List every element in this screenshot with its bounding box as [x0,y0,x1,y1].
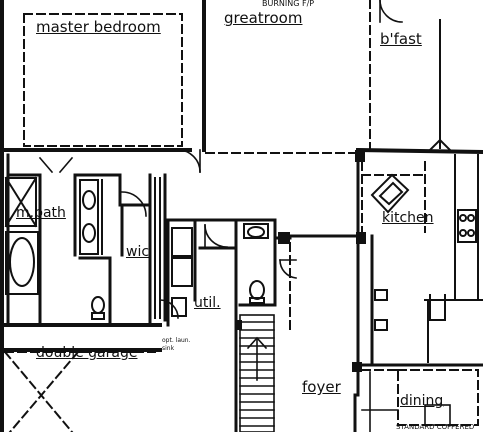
note-burning-fp: BURNING F/P [262,0,315,8]
room-label-bfast: b'fast [380,30,422,48]
room-label-m-bath: m.bath [16,205,66,221]
room-label-util: util. [194,295,221,311]
note-opt-laun-line1: opt. laun. [162,337,191,344]
note-opt-laun-line2: sink [162,345,175,352]
note-standard-coffered: STANDARD COFFERED [396,423,475,431]
dashed-lines [3,0,479,432]
room-label-greatroom: greatroom [224,9,303,27]
util-fixtures [171,223,269,317]
door-swings [38,0,403,319]
dining-details [361,371,451,432]
staircase [239,314,275,432]
wall-posts [236,150,366,372]
kitchen-fixtures [370,19,483,363]
room-label-dining: dining [400,393,444,409]
room-label-foyer: foyer [302,378,341,396]
interior-walls [6,148,483,432]
room-label-master-bedroom: master bedroom [36,18,161,36]
master-bath-fixtures [4,176,161,320]
room-label-wic: wic [126,244,150,260]
room-label-kitchen: kitchen [382,210,434,226]
room-label-double-garage: double garage [36,345,138,361]
